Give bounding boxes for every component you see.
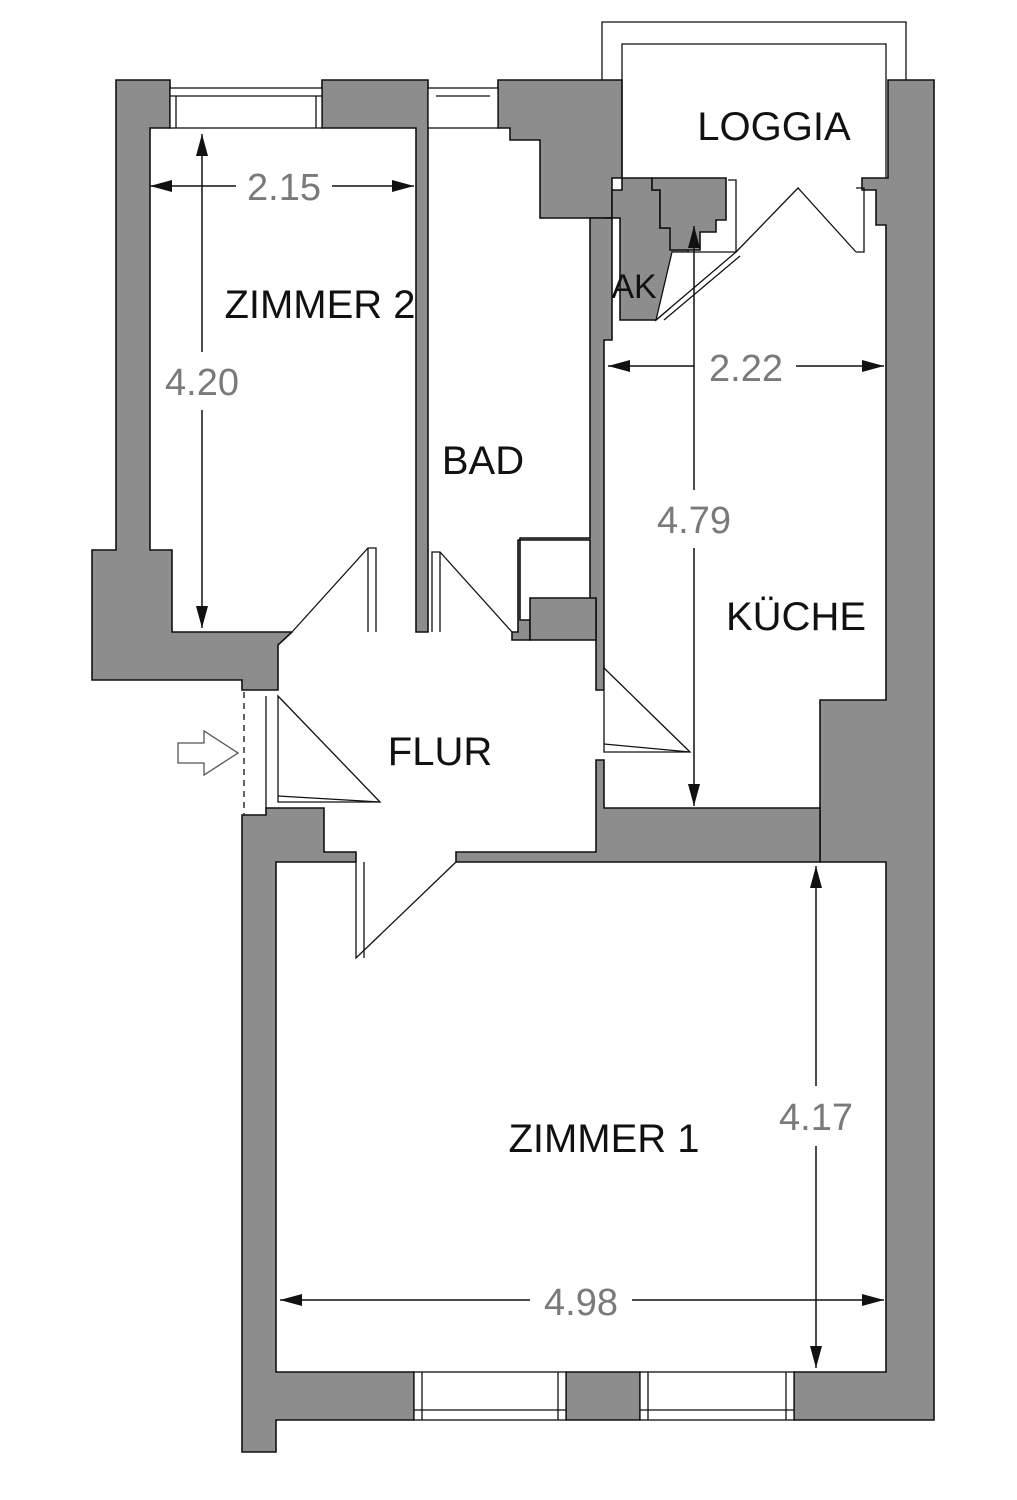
dim-zimmer1-width xyxy=(280,1294,884,1306)
dimension-lines xyxy=(150,134,884,1368)
window-zimmer1-right xyxy=(639,1371,795,1421)
dim-zimmer2-width xyxy=(150,180,414,192)
window-zimmer2 xyxy=(169,87,323,129)
dim-label-kueche-width: 2.22 xyxy=(709,348,783,390)
room-labels: ZIMMER 2 BAD AK LOGGIA KÜCHE FLUR ZIMMER… xyxy=(224,105,866,1161)
walls xyxy=(91,79,935,1453)
dim-label-zimmer1-width: 4.98 xyxy=(544,1282,618,1324)
door-ak xyxy=(654,251,741,322)
wall-bad-east xyxy=(497,79,623,219)
dim-kueche-width xyxy=(608,360,884,372)
dim-label-zimmer2-depth: 4.20 xyxy=(165,362,239,404)
door-entrance xyxy=(243,692,382,815)
wall-kueche-south xyxy=(455,759,821,863)
window-zimmer1-left xyxy=(413,1371,567,1421)
room-label-loggia: LOGGIA xyxy=(697,105,851,149)
doors xyxy=(243,179,865,960)
room-label-zimmer2: ZIMMER 2 xyxy=(224,283,415,327)
dim-zimmer2-depth xyxy=(196,134,208,628)
dim-zimmer1-depth xyxy=(810,866,822,1368)
dim-label-kueche-depth: 4.79 xyxy=(657,500,731,542)
door-kueche xyxy=(603,666,692,753)
door-zimmer2 xyxy=(291,547,377,633)
room-label-flur: FLUR xyxy=(388,730,492,774)
dim-kueche-depth xyxy=(688,226,700,806)
wall-zimmer2-west xyxy=(91,79,295,691)
room-label-kueche: KÜCHE xyxy=(726,595,866,639)
door-loggia xyxy=(728,179,865,253)
window-bad xyxy=(427,87,499,129)
loggia-outline xyxy=(601,21,907,178)
wall-south-pier xyxy=(565,1371,641,1421)
dim-label-zimmer2-width: 2.15 xyxy=(247,167,321,209)
wall-east xyxy=(793,79,935,1421)
wall-southwest xyxy=(241,807,415,1453)
dimension-labels: 2.15 4.20 2.22 4.79 4.17 4.98 xyxy=(165,167,853,1324)
entry-arrow-icon xyxy=(177,729,240,777)
room-label-bad: BAD xyxy=(442,439,524,483)
door-zimmer1 xyxy=(355,861,457,960)
wall-ak-right xyxy=(651,177,727,251)
room-label-zimmer1: ZIMMER 1 xyxy=(508,1117,699,1161)
wall-flur-east xyxy=(529,597,597,641)
windows xyxy=(169,87,795,1421)
wall-bad-kueche xyxy=(511,217,613,691)
dim-label-zimmer1-depth: 4.17 xyxy=(779,1097,853,1139)
door-bad xyxy=(431,551,513,633)
room-label-ak: AK xyxy=(611,268,657,306)
